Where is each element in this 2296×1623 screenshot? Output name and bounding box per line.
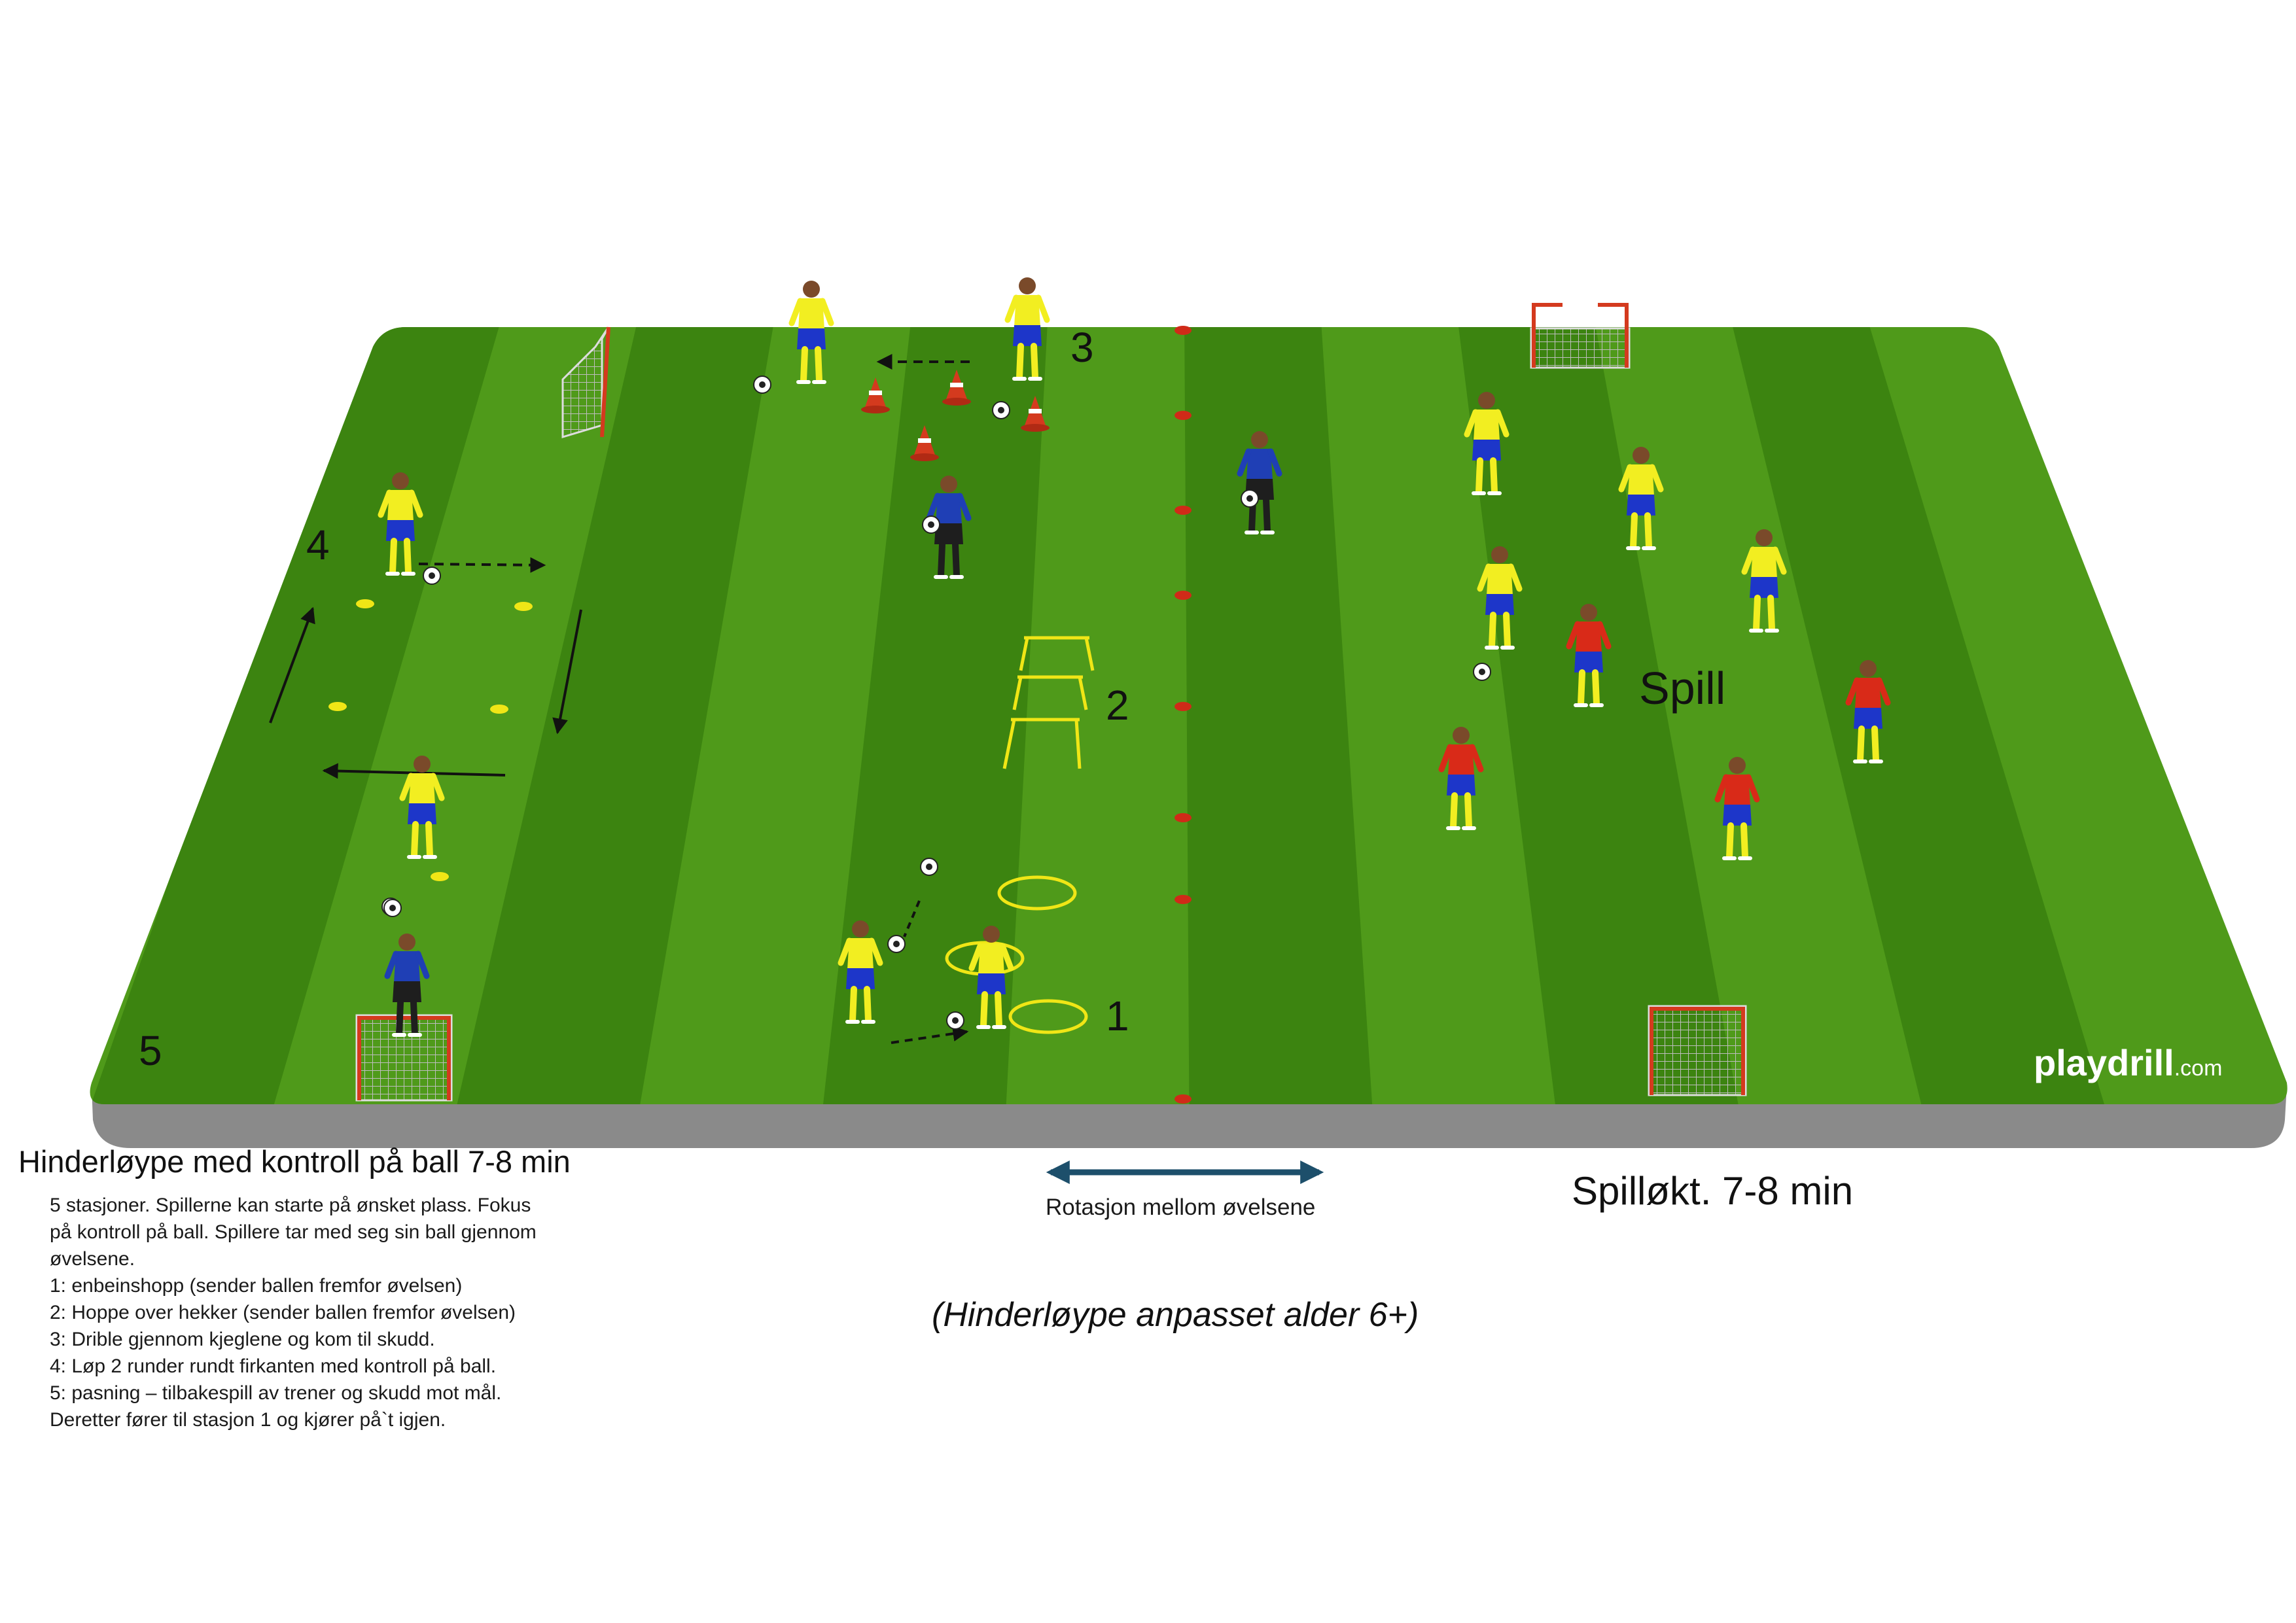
playdrill-logo: playdrill.com <box>2034 1042 2222 1083</box>
hurdle-icon <box>1002 636 1095 769</box>
cone-icon <box>910 425 939 461</box>
ring-icon <box>1008 999 1088 1034</box>
coach-icon <box>1237 431 1282 534</box>
player-icon <box>788 281 834 384</box>
cone-marker-icon <box>1174 1094 1192 1104</box>
cone-icon <box>1021 396 1050 432</box>
goal-icon <box>561 326 610 439</box>
ball-icon <box>920 858 938 876</box>
cone-marker-icon <box>1174 702 1192 711</box>
player-icon <box>1566 604 1612 707</box>
pitch-stripe <box>1184 327 1373 1104</box>
goal-icon <box>355 1014 453 1102</box>
player-icon <box>1845 660 1891 763</box>
game-area-label: Spill <box>1639 663 1725 714</box>
player-icon <box>399 756 445 859</box>
pitch-stripe <box>1457 327 1740 1104</box>
ball-icon <box>1241 489 1259 508</box>
player-icon <box>1618 447 1664 550</box>
ball-icon <box>1473 663 1491 681</box>
game-session-title: Spilløkt. 7-8 min <box>1572 1169 1854 1213</box>
player-icon <box>378 472 423 576</box>
player-icon <box>1464 392 1510 495</box>
description-line: Deretter fører til stasjon 1 og kjører p… <box>50 1409 446 1431</box>
ball-icon <box>946 1011 964 1030</box>
cone-marker-icon <box>1174 813 1192 822</box>
cone-marker-icon <box>1174 895 1192 904</box>
cone-marker-icon <box>1174 326 1192 335</box>
cone-marker-icon <box>1174 591 1192 600</box>
pitch-stripe <box>1729 327 2107 1104</box>
description-line: på kontroll på ball. Spillere tar med se… <box>50 1221 537 1243</box>
arrow-icon <box>269 354 970 1044</box>
svg-text:playdrill.com: playdrill.com <box>2034 1042 2222 1083</box>
station-course-title: Hinderløype med kontroll på ball 7-8 min <box>18 1144 571 1179</box>
ball-icon <box>922 515 940 534</box>
player-icon <box>1438 727 1484 830</box>
description-line: 2: Hoppe over hekker (sender ballen frem… <box>50 1302 516 1323</box>
goal-icon <box>1530 303 1631 369</box>
ball-icon <box>887 935 906 953</box>
coach-icon <box>926 476 972 579</box>
description-line: 5: pasning – tilbakespill av trener og s… <box>50 1382 502 1404</box>
player-icon <box>1004 277 1050 381</box>
station-number-2: 2 <box>1106 682 1129 729</box>
ball-icon <box>753 375 771 394</box>
station-course-description: 5 stasjoner. Spillerne kan starte på øns… <box>50 1192 537 1433</box>
description-line: 3: Drible gjennom kjeglene og kom til sk… <box>50 1329 435 1350</box>
player-icon <box>1741 529 1787 633</box>
station-number-4: 4 <box>306 521 330 568</box>
cone-icon <box>942 370 971 406</box>
cone-marker-icon <box>1174 506 1192 515</box>
goal-icon <box>1648 1005 1747 1096</box>
station-number-3: 3 <box>1070 324 1094 371</box>
rotation-label: Rotasjon mellom øvelsene <box>1046 1195 1316 1220</box>
pitch <box>90 327 2287 1104</box>
cone-marker-icon <box>1174 411 1192 420</box>
description-line: 1: enbeinshopp (sender ballen fremfor øv… <box>50 1275 463 1297</box>
ball-icon <box>423 567 441 585</box>
logo-brand: playdrill <box>2034 1042 2174 1083</box>
pitch-stripe <box>822 327 1048 1104</box>
station-number-5: 5 <box>139 1027 162 1074</box>
pitch-stripe <box>455 327 775 1104</box>
station-number-1: 1 <box>1106 992 1129 1039</box>
player-icon <box>1714 757 1760 860</box>
ball-icon <box>383 899 402 917</box>
coach-icon <box>384 934 430 1037</box>
ball-icon <box>992 401 1010 419</box>
ring-icon <box>997 875 1077 911</box>
cone-icon <box>861 377 890 413</box>
center-cone-line <box>1174 326 1192 1104</box>
description-line: 4: Løp 2 runder rundt firkanten med kont… <box>50 1355 497 1377</box>
player-icon <box>1477 546 1523 650</box>
description-line: 5 stasjoner. Spillerne kan starte på øns… <box>50 1195 531 1216</box>
player-icon <box>838 920 883 1024</box>
description-line: øvelsene. <box>50 1248 135 1270</box>
disc-marker-icon <box>328 599 533 881</box>
age-note: (Hinderløype anpasset alder 6+) <box>932 1296 1419 1334</box>
logo-suffix: .com <box>2174 1056 2223 1081</box>
player-icon <box>968 926 1014 1029</box>
